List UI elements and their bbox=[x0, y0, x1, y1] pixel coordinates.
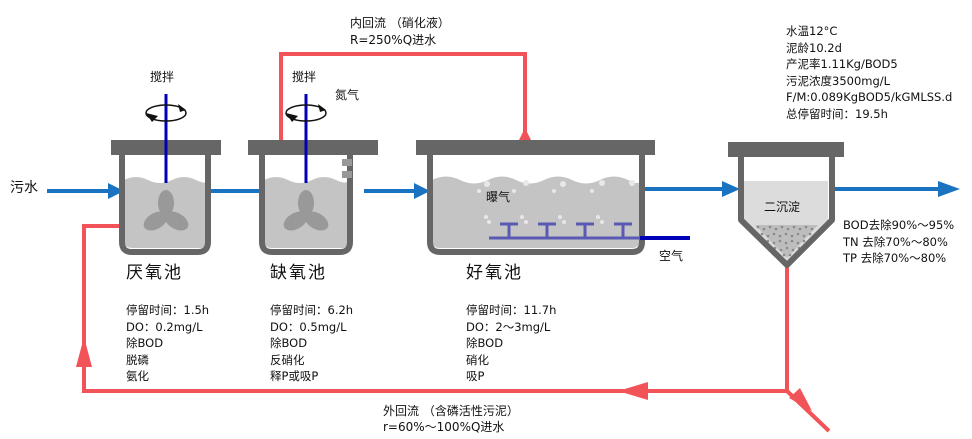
aerobic-tank-details: 停留时间：11.7h DO：2～3mg/L 除BOD 硝化 吸P bbox=[466, 303, 556, 386]
sludge-waste-arrowhead bbox=[789, 388, 812, 411]
mixer-label-anaerobic: 搅拌 bbox=[150, 70, 175, 84]
param-sludge-yield: 产泥率1.11Kg/BOD5 bbox=[786, 57, 898, 71]
detail-function: 释P或吸P bbox=[270, 369, 319, 383]
gas-vent-icon bbox=[342, 159, 352, 166]
clarifier-label: 二沉淀 bbox=[764, 200, 801, 214]
detail-hrt: 停留时间：11.7h bbox=[466, 303, 557, 317]
detail-function: 吸P bbox=[466, 369, 485, 383]
inlet-arrowhead bbox=[108, 183, 124, 199]
param-sludge-age: 泥龄10.2d bbox=[786, 40, 842, 55]
air-label: 空气 bbox=[659, 249, 684, 263]
external-recycle-arrowhead bbox=[618, 382, 648, 400]
detail-function: 除BOD bbox=[466, 336, 504, 350]
aerobic-inlet-arrowhead bbox=[414, 183, 430, 199]
removal-tp: TP 去除70%～80% bbox=[843, 251, 947, 265]
removal-bod: BOD去除90%～95% bbox=[843, 218, 955, 232]
detail-do: DO：0.2mg/L bbox=[126, 319, 203, 334]
detail-do: DO：2～3mg/L bbox=[466, 319, 551, 334]
water-flow bbox=[47, 181, 960, 199]
propeller-icon bbox=[283, 190, 329, 231]
outlet-arrowhead bbox=[938, 181, 960, 197]
nitrogen-gas-label: 氮气 bbox=[335, 88, 360, 102]
anoxic-tank-title: 缺氧池 bbox=[270, 263, 327, 283]
anoxic-tank bbox=[248, 94, 378, 255]
detail-function: 除BOD bbox=[126, 336, 164, 350]
detail-function: 硝化 bbox=[466, 352, 489, 367]
anoxic-tank-details: 停留时间：6.2h DO：0.5mg/L 除BOD 反硝化 释P或吸P bbox=[270, 303, 353, 386]
anaerobic-tank-title: 厌氧池 bbox=[126, 263, 183, 283]
aeration-label: 曝气 bbox=[486, 190, 511, 204]
inlet-label: 污水 bbox=[10, 180, 38, 196]
internal-recycle-line bbox=[279, 52, 531, 140]
anaerobic-tank-details: 停留时间：1.5h DO：0.2mg/L 除BOD 脱磷 氨化 bbox=[126, 303, 209, 386]
detail-hrt: 停留时间：6.2h bbox=[270, 303, 354, 317]
external-recycle-ratio: r=60%～100%Q进水 bbox=[383, 420, 505, 434]
clarifier-inlet-arrowhead bbox=[722, 181, 740, 197]
process-parameters: 水温12°C 泥龄10.2d 产泥率1.11Kg/BOD5 污泥浓度3500mg… bbox=[786, 24, 952, 123]
mixer-label-anoxic: 搅拌 bbox=[292, 70, 317, 84]
detail-function: 除BOD bbox=[270, 336, 308, 350]
removal-rates: BOD去除90%～95% TN 去除70%～80% TP 去除70%～80% bbox=[843, 218, 954, 268]
param-total-hrt: 总停留时间：19.5h bbox=[786, 106, 888, 121]
internal-recycle-title: 内回流 （硝化液） bbox=[350, 16, 450, 30]
detail-hrt: 停留时间：1.5h bbox=[126, 303, 210, 317]
param-fm-ratio: F/M:0.089KgBOD5/kGMLSS.d bbox=[786, 90, 953, 104]
aerobic-tank-title: 好氧池 bbox=[466, 263, 523, 283]
secondary-clarifier bbox=[728, 142, 844, 268]
internal-recycle-arrowhead bbox=[519, 128, 531, 140]
detail-function: 反硝化 bbox=[270, 352, 305, 367]
external-recycle-line bbox=[76, 224, 831, 433]
removal-tn: TN 去除70%～80% bbox=[843, 234, 948, 249]
internal-recycle-ratio: R=250%Q进水 bbox=[350, 33, 437, 47]
external-recycle-title: 外回流 （含磷活性污泥） bbox=[383, 404, 519, 418]
bubbles-icon bbox=[477, 180, 635, 224]
param-mlss: 污泥浓度3500mg/L bbox=[786, 73, 891, 88]
detail-function: 氨化 bbox=[126, 369, 149, 383]
diffuser-icon bbox=[489, 222, 640, 240]
detail-do: DO：0.5mg/L bbox=[270, 319, 347, 334]
aerobic-tank bbox=[416, 140, 690, 255]
param-water-temp: 水温12°C bbox=[786, 24, 838, 38]
propeller-icon bbox=[143, 190, 189, 231]
anaerobic-tank bbox=[111, 94, 221, 255]
sludge-dots bbox=[756, 225, 814, 257]
external-recycle-up-arrowhead bbox=[76, 337, 92, 367]
detail-function: 脱磷 bbox=[126, 352, 149, 367]
